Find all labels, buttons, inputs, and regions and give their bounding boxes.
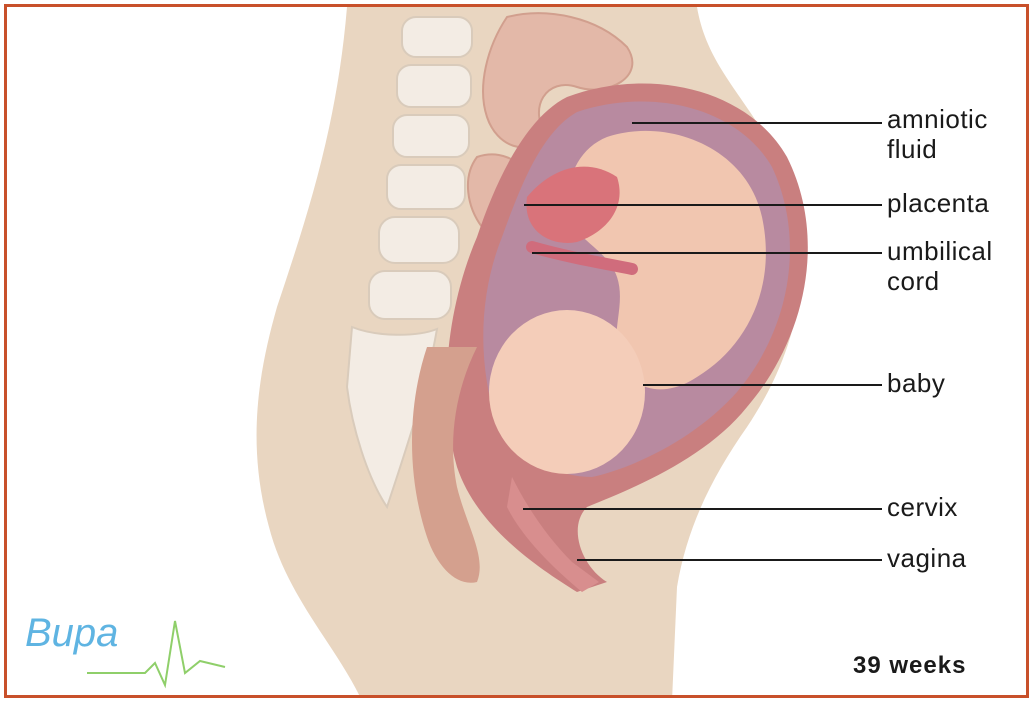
label-umbilical-cord-line2: cord	[887, 266, 993, 296]
baby-head	[489, 310, 645, 474]
label-vagina: vagina	[887, 543, 967, 573]
anatomy-illustration	[7, 7, 1029, 698]
label-umbilical-cord: umbilical cord	[887, 236, 993, 296]
label-cervix: cervix	[887, 492, 958, 522]
label-amniotic-fluid-line1: amniotic	[887, 104, 988, 134]
label-umbilical-cord-line1: umbilical	[887, 236, 993, 266]
label-amniotic-fluid-line2: fluid	[887, 134, 988, 164]
heartbeat-line-icon	[25, 611, 245, 691]
label-placenta: placenta	[887, 188, 989, 218]
caption-weeks: 39 weeks	[853, 652, 966, 680]
figure-frame: amniotic fluid placenta umbilical cord b…	[4, 4, 1029, 698]
label-amniotic-fluid: amniotic fluid	[887, 104, 988, 164]
label-baby: baby	[887, 368, 945, 398]
bupa-logo: Bupa	[25, 611, 245, 691]
